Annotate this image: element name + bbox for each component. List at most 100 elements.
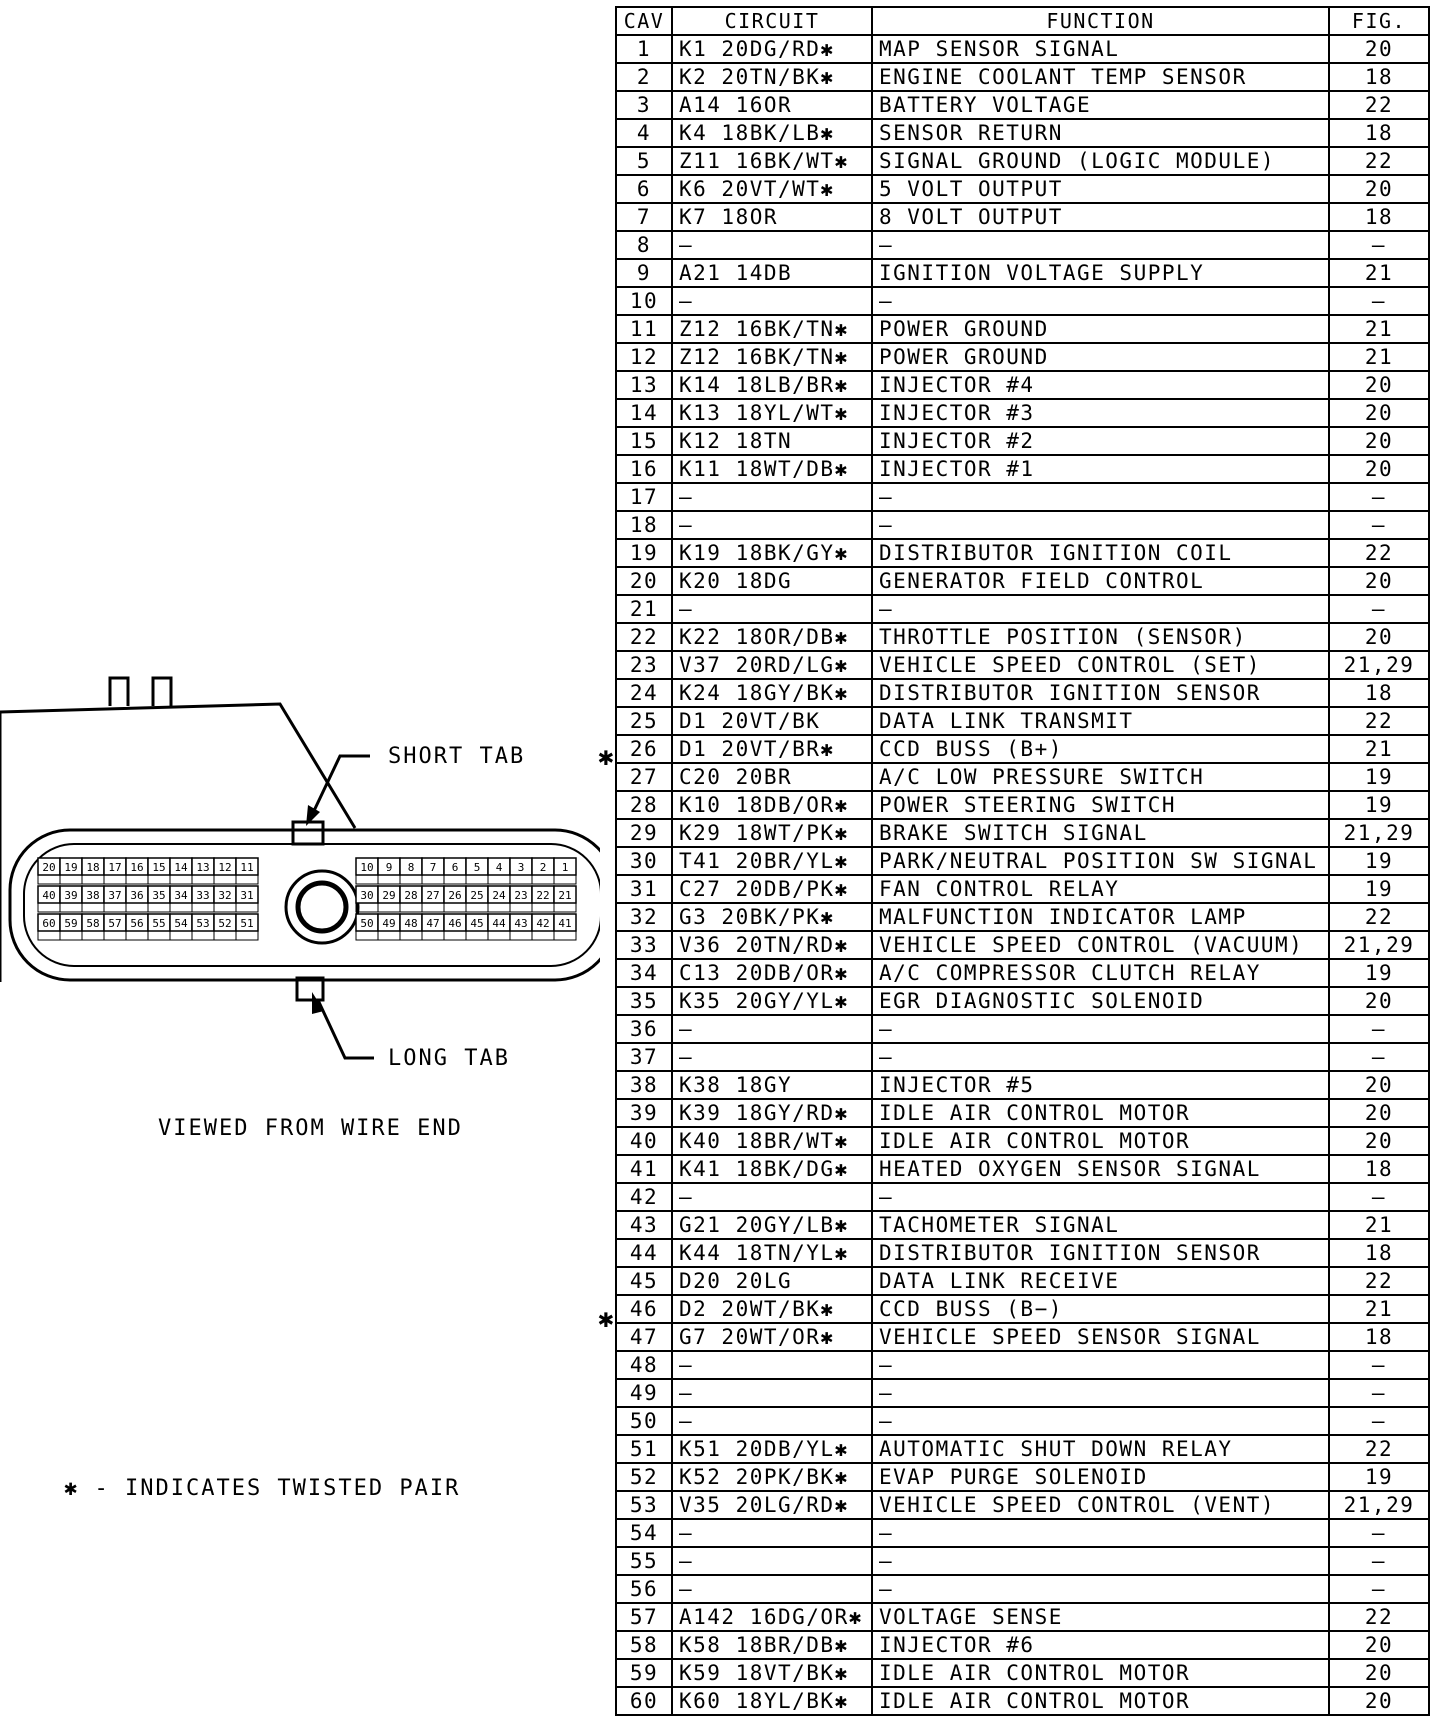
cavity-slot	[553, 874, 577, 885]
fig-cell: —	[1328, 230, 1430, 260]
cavity-slot	[169, 930, 193, 941]
cavity-number: 2	[540, 861, 547, 874]
long-tab-leader	[316, 999, 374, 1060]
cav-cell: 42	[615, 1182, 673, 1212]
fig-cell: 21,29	[1328, 650, 1430, 680]
fig-cell: —	[1328, 594, 1430, 624]
function-cell: —	[871, 1518, 1330, 1548]
cavity-slot	[81, 902, 105, 913]
cavity-number: 59	[64, 917, 77, 930]
function-cell: VEHICLE SPEED CONTROL (VENT)	[871, 1490, 1330, 1520]
cavity-number: 46	[448, 917, 461, 930]
table-row: 8———	[615, 230, 1430, 260]
twisted-pair-star-26: ✱	[598, 742, 614, 772]
circuit-cell: K4 18BK/LB✱	[671, 118, 873, 148]
circuit-cell: K20 18DG	[671, 566, 873, 596]
function-cell: PARK/NEUTRAL POSITION SW SIGNAL	[871, 846, 1330, 876]
table-row: 18———	[615, 510, 1430, 540]
fig-cell: —	[1328, 1406, 1430, 1436]
cav-cell: 18	[615, 510, 673, 540]
circuit-cell: K10 18DB/OR✱	[671, 790, 873, 820]
cav-cell: 41	[615, 1154, 673, 1184]
function-cell: MALFUNCTION INDICATOR LAMP	[871, 902, 1330, 932]
function-cell: —	[871, 1378, 1330, 1408]
cavity-slot	[235, 902, 259, 913]
circuit-cell: G21 20GY/LB✱	[671, 1210, 873, 1240]
cavity-slot	[377, 930, 401, 941]
fig-cell: 20	[1328, 1686, 1430, 1716]
cavity-number: 28	[404, 889, 417, 902]
function-cell: VEHICLE SPEED SENSOR SIGNAL	[871, 1322, 1330, 1352]
cav-cell: 21	[615, 594, 673, 624]
cavity-slot	[235, 930, 259, 941]
center-bolt-inner	[295, 880, 349, 934]
circuit-cell: —	[671, 1546, 873, 1576]
short-tab-arrowhead	[306, 805, 320, 826]
circuit-cell: D1 20VT/BK	[671, 706, 873, 736]
cav-cell: 55	[615, 1546, 673, 1576]
function-cell: VEHICLE SPEED CONTROL (SET)	[871, 650, 1330, 680]
function-cell: IDLE AIR CONTROL MOTOR	[871, 1098, 1330, 1128]
cav-cell: 58	[615, 1630, 673, 1660]
function-cell: CCD BUSS (B−)	[871, 1294, 1330, 1324]
function-cell: IDLE AIR CONTROL MOTOR	[871, 1686, 1330, 1716]
fig-cell: 21	[1328, 342, 1430, 372]
fig-cell: 18	[1328, 1154, 1430, 1184]
cav-cell: 46	[615, 1294, 673, 1324]
cavity-slot	[443, 874, 467, 885]
cavity-slot	[553, 902, 577, 913]
cavity-number: 41	[558, 917, 571, 930]
fig-cell: 22	[1328, 706, 1430, 736]
circuit-cell: —	[671, 1042, 873, 1072]
function-cell: IGNITION VOLTAGE SUPPLY	[871, 258, 1330, 288]
fig-cell: 22	[1328, 1266, 1430, 1296]
cav-cell: 60	[615, 1686, 673, 1716]
cavity-slot	[399, 874, 423, 885]
cavity-number: 29	[382, 889, 395, 902]
circuit-cell: —	[671, 1014, 873, 1044]
fig-cell: 20	[1328, 34, 1430, 64]
circuit-cell: K35 20GY/YL✱	[671, 986, 873, 1016]
cavity-slot	[191, 874, 215, 885]
circuit-cell: Z12 16BK/TN✱	[671, 314, 873, 344]
circuit-cell: K13 18YL/WT✱	[671, 398, 873, 428]
cav-cell: 13	[615, 370, 673, 400]
cavity-number: 14	[174, 861, 188, 874]
cav-cell: 20	[615, 566, 673, 596]
fig-cell: —	[1328, 286, 1430, 316]
fig-cell: 20	[1328, 986, 1430, 1016]
function-cell: —	[871, 482, 1330, 512]
cav-cell: 12	[615, 342, 673, 372]
table-row: 48———	[615, 1350, 1430, 1380]
function-cell: POWER GROUND	[871, 342, 1330, 372]
cav-cell: 29	[615, 818, 673, 848]
cavity-slot	[59, 902, 83, 913]
cavity-slot	[147, 902, 171, 913]
cavity-slot	[487, 902, 511, 913]
cav-cell: 19	[615, 538, 673, 568]
cav-cell: 53	[615, 1490, 673, 1520]
cav-cell: 36	[615, 1014, 673, 1044]
cavity-slot	[103, 874, 127, 885]
circuit-cell: —	[671, 286, 873, 316]
cav-cell: 45	[615, 1266, 673, 1296]
fig-cell: —	[1328, 1350, 1430, 1380]
cavity-number: 35	[152, 889, 165, 902]
cavity-slot	[443, 930, 467, 941]
cavity-slot	[103, 902, 127, 913]
circuit-cell: V37 20RD/LG✱	[671, 650, 873, 680]
fig-cell: 22	[1328, 1434, 1430, 1464]
fig-cell: 18	[1328, 118, 1430, 148]
